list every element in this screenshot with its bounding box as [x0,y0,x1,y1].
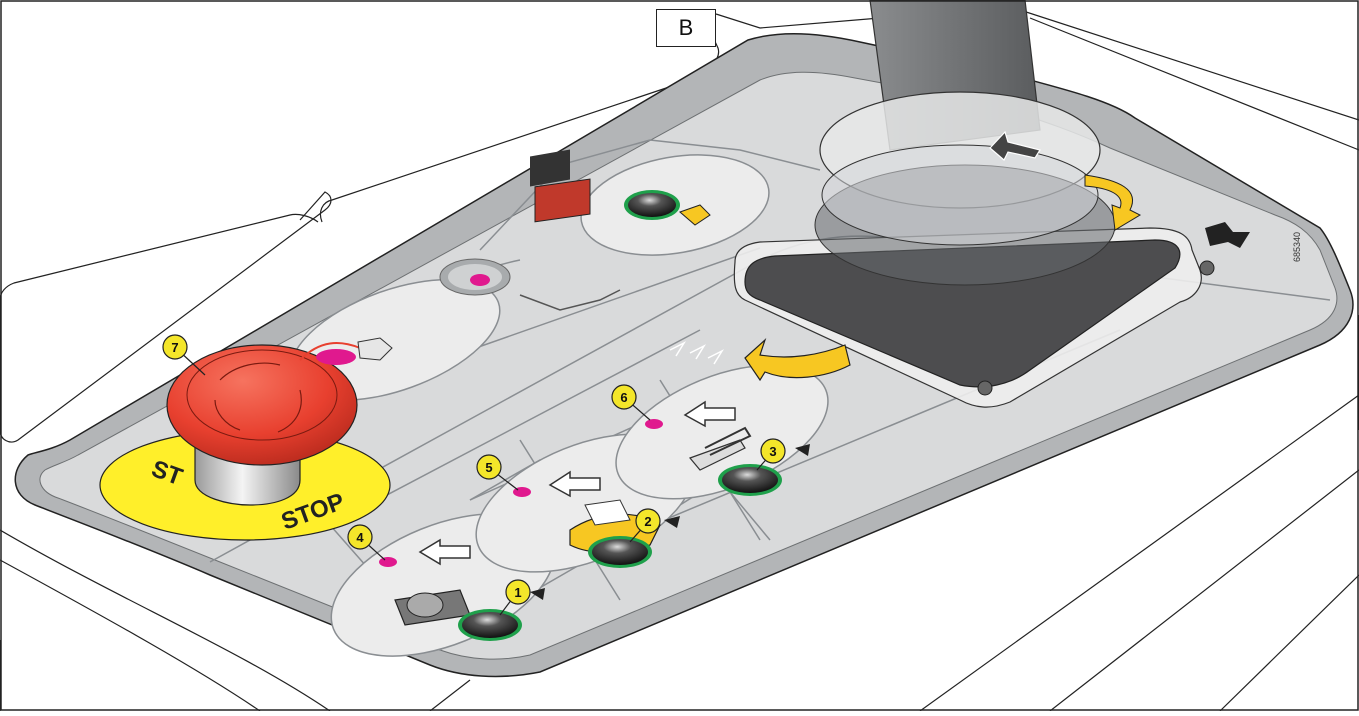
svg-text:1: 1 [514,585,521,600]
part-number: 685340 [1292,232,1302,262]
key-indicator [440,259,510,295]
view-label: B [656,9,716,47]
svg-text:3: 3 [769,444,776,459]
indicator-light-6 [645,419,663,429]
svg-text:7: 7 [171,340,178,355]
callout-7: 7 [163,335,205,375]
indicator-light-4 [379,557,397,567]
svg-text:5: 5 [485,460,492,475]
plate-screw-bottom [978,381,992,395]
svg-text:6: 6 [620,390,627,405]
svg-text:2: 2 [644,514,651,529]
plate-screw-right [1200,261,1214,275]
svg-text:4: 4 [356,530,364,545]
